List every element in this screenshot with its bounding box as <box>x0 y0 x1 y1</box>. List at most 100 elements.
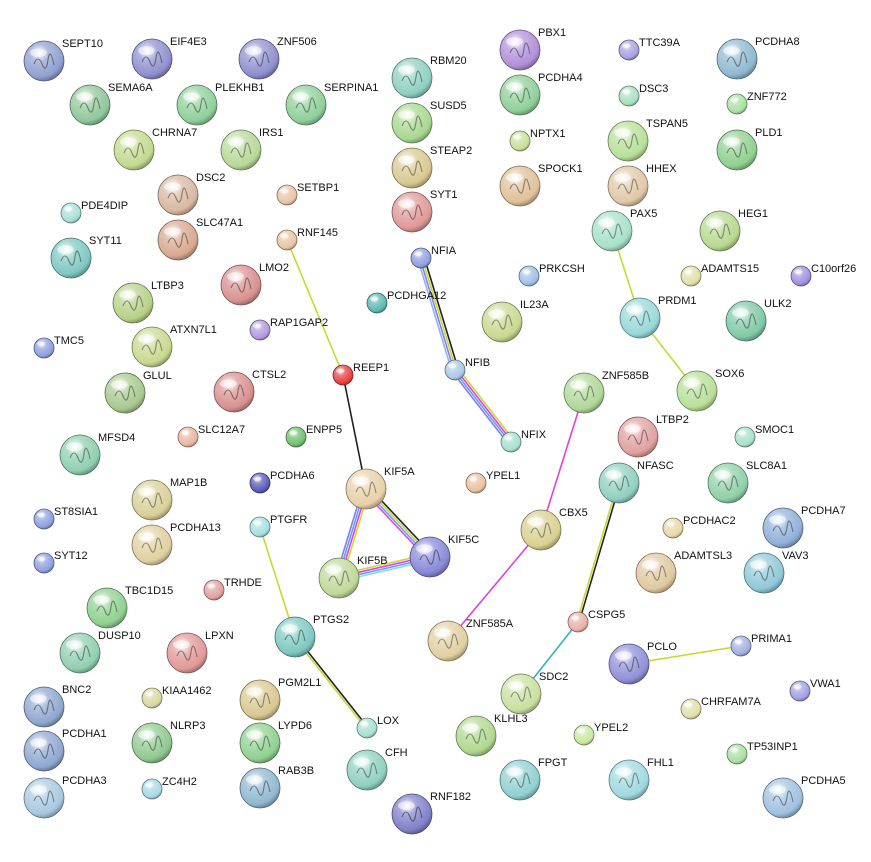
node-cbx5[interactable]: CBX5 <box>520 507 588 551</box>
node-adamtsl3[interactable]: ADAMTSL3 <box>635 550 732 594</box>
node-prdm1[interactable]: PRDM1 <box>619 295 697 339</box>
node-nptx1[interactable]: NPTX1 <box>509 128 565 152</box>
node-spock1[interactable]: SPOCK1 <box>499 163 583 207</box>
node-pld1[interactable]: PLD1 <box>716 127 783 171</box>
node-tspan5[interactable]: TSPAN5 <box>607 118 688 162</box>
node-sept10[interactable]: SEPT10 <box>23 38 103 82</box>
node-eif4e3[interactable]: EIF4E3 <box>131 36 207 80</box>
node-ltbp3[interactable]: LTBP3 <box>112 280 184 324</box>
node-plekhb1[interactable]: PLEKHB1 <box>176 82 265 126</box>
node-mfsd4[interactable]: MFSD4 <box>59 432 135 476</box>
node-atxn7l1[interactable]: ATXN7L1 <box>131 324 217 368</box>
node-syt1[interactable]: SYT1 <box>391 189 458 233</box>
node-ypel2[interactable]: YPEL2 <box>573 722 628 746</box>
node-nlrp3[interactable]: NLRP3 <box>131 720 205 764</box>
node-slc12a7[interactable]: SLC12A7 <box>177 424 245 448</box>
node-enpp5[interactable]: ENPP5 <box>285 424 342 448</box>
node-fhl1[interactable]: FHL1 <box>608 757 674 801</box>
node-klhl3[interactable]: KLHL3 <box>455 713 528 757</box>
node-rbm20[interactable]: RBM20 <box>391 55 467 99</box>
node-rap1gap2[interactable]: RAP1GAP2 <box>249 317 328 341</box>
node-pcdha5[interactable]: PCDHA5 <box>762 775 846 819</box>
node-ulk2[interactable]: ULK2 <box>725 298 792 342</box>
node-kif5c[interactable]: KIF5C <box>409 534 479 578</box>
node-adamts15[interactable]: ADAMTS15 <box>680 263 759 287</box>
node-pcdhga12[interactable]: PCDHGA12 <box>366 290 446 314</box>
node-irs1[interactable]: IRS1 <box>220 127 283 171</box>
node-kif5a[interactable]: KIF5A <box>345 466 415 510</box>
node-nfia[interactable]: NFIA <box>410 245 457 269</box>
node-st8sia1[interactable]: ST8SIA1 <box>33 506 98 530</box>
node-vav3[interactable]: VAV3 <box>743 550 809 594</box>
node-nfasc[interactable]: NFASC <box>598 460 674 504</box>
node-il23a[interactable]: IL23A <box>481 299 549 343</box>
node-smoc1[interactable]: SMOC1 <box>734 424 794 448</box>
node-vwa1[interactable]: VWA1 <box>789 678 841 702</box>
node-pcdha8[interactable]: PCDHA8 <box>716 36 800 80</box>
node-dsc2[interactable]: DSC2 <box>157 172 225 216</box>
node-prima1[interactable]: PRIMA1 <box>730 633 792 657</box>
node-ctsl2[interactable]: CTSL2 <box>213 369 286 413</box>
node-prkcsh[interactable]: PRKCSH <box>518 263 585 287</box>
node-syt11[interactable]: SYT11 <box>50 235 122 279</box>
node-pcdha3[interactable]: PCDHA3 <box>23 775 107 819</box>
node-lypd6[interactable]: LYPD6 <box>239 720 312 764</box>
node-dusp10[interactable]: DUSP10 <box>59 630 141 674</box>
node-ptgfr[interactable]: PTGFR <box>249 514 307 538</box>
node-ttc39a[interactable]: TTC39A <box>618 37 681 61</box>
node-pcdha7[interactable]: PCDHA7 <box>762 505 846 549</box>
node-kif5b[interactable]: KIF5B <box>318 555 388 599</box>
node-chrfam7a[interactable]: CHRFAM7A <box>680 696 762 720</box>
node-map1b[interactable]: MAP1B <box>131 477 207 521</box>
node-znf772[interactable]: ZNF772 <box>726 91 787 115</box>
node-sdc2[interactable]: SDC2 <box>500 671 568 715</box>
node-dsc3[interactable]: DSC3 <box>618 83 668 107</box>
node-trhde[interactable]: TRHDE <box>203 577 262 601</box>
node-pcdha1[interactable]: PCDHA1 <box>23 728 107 772</box>
node-serpina1[interactable]: SERPINA1 <box>285 82 378 126</box>
node-pcdha6[interactable]: PCDHA6 <box>249 470 315 494</box>
node-c10orf26[interactable]: C10orf26 <box>790 263 856 287</box>
node-chrna7[interactable]: CHRNA7 <box>113 127 197 171</box>
node-tbc1d15[interactable]: TBC1D15 <box>86 585 173 629</box>
node-cfh[interactable]: CFH <box>346 747 408 791</box>
node-reep1[interactable]: REEP1 <box>332 362 389 386</box>
node-znf585b[interactable]: ZNF585B <box>563 370 649 414</box>
node-susd5[interactable]: SUSD5 <box>391 100 467 144</box>
node-znf585a[interactable]: ZNF585A <box>427 618 514 662</box>
node-slc47a1[interactable]: SLC47A1 <box>157 217 243 261</box>
node-ptgs2[interactable]: PTGS2 <box>274 614 349 658</box>
node-pde4dip[interactable]: PDE4DIP <box>60 200 128 224</box>
node-lmo2[interactable]: LMO2 <box>220 262 289 306</box>
node-setbp1[interactable]: SETBP1 <box>276 182 339 206</box>
node-lox[interactable]: LOX <box>356 715 400 739</box>
node-heg1[interactable]: HEG1 <box>699 208 768 252</box>
node-ltbp2[interactable]: LTBP2 <box>617 414 689 458</box>
node-rnf145[interactable]: RNF145 <box>276 227 338 251</box>
node-ypel1[interactable]: YPEL1 <box>465 470 520 494</box>
node-steap2[interactable]: STEAP2 <box>391 145 472 189</box>
node-zc4h2[interactable]: ZC4H2 <box>141 776 197 800</box>
node-pcdha13[interactable]: PCDHA13 <box>131 522 221 566</box>
node-sema6a[interactable]: SEMA6A <box>69 82 153 126</box>
node-nfix[interactable]: NFIX <box>500 429 547 453</box>
node-pclo[interactable]: PCLO <box>608 641 677 685</box>
node-pax5[interactable]: PAX5 <box>591 208 657 252</box>
node-glul[interactable]: GLUL <box>104 370 172 414</box>
node-sox6[interactable]: SOX6 <box>676 368 744 412</box>
node-tmc5[interactable]: TMC5 <box>33 335 84 359</box>
node-bnc2[interactable]: BNC2 <box>23 684 91 728</box>
node-pcdha4[interactable]: PCDHA4 <box>499 72 583 116</box>
node-lpxn[interactable]: LPXN <box>166 630 234 674</box>
node-cspg5[interactable]: CSPG5 <box>567 609 625 633</box>
node-znf506[interactable]: ZNF506 <box>238 36 317 80</box>
node-hhex[interactable]: HHEX <box>607 163 677 207</box>
node-rnf182[interactable]: RNF182 <box>391 791 471 835</box>
node-rab3b[interactable]: RAB3B <box>239 765 314 809</box>
node-pcdhac2[interactable]: PCDHAC2 <box>662 515 736 539</box>
node-kiaa1462[interactable]: KIAA1462 <box>141 685 212 709</box>
node-pbx1[interactable]: PBX1 <box>499 27 566 71</box>
node-tp53inp1[interactable]: TP53INP1 <box>726 741 798 765</box>
node-pgm2l1[interactable]: PGM2L1 <box>239 677 321 721</box>
node-slc8a1[interactable]: SLC8A1 <box>707 460 787 504</box>
